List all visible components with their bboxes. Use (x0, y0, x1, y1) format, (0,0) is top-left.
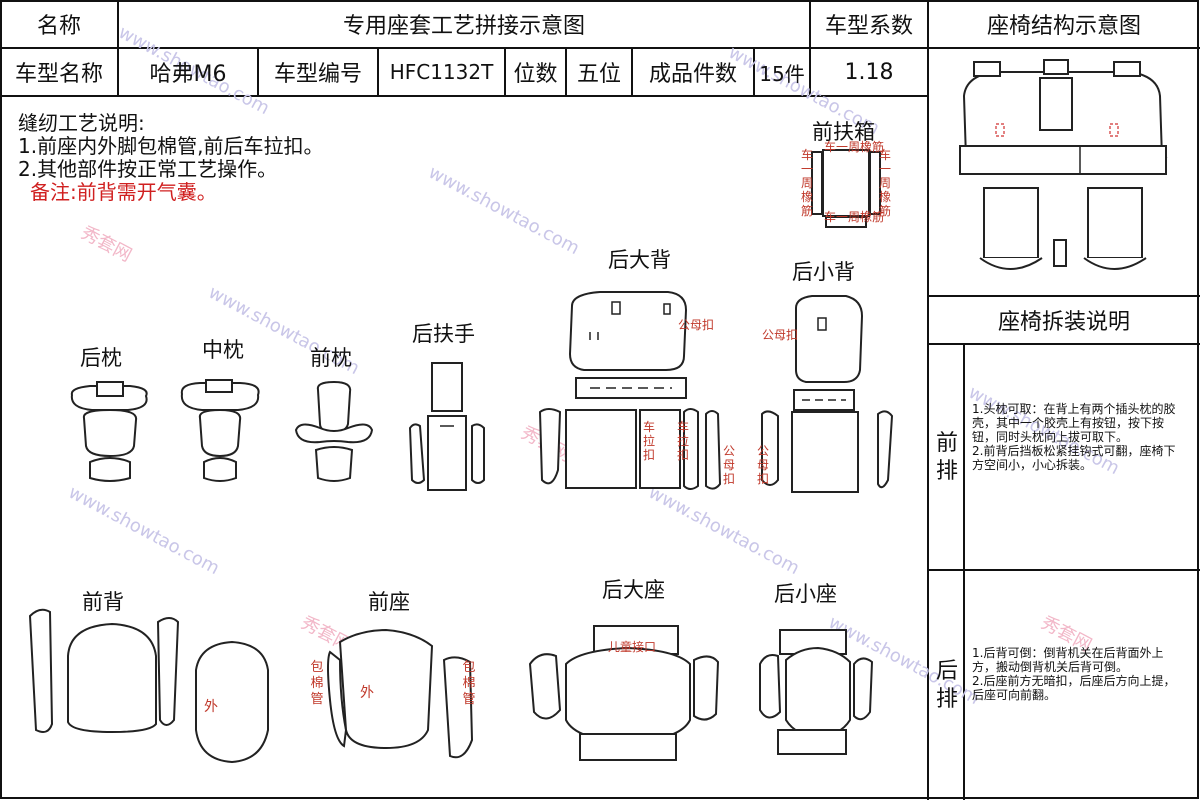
note-padding-1: 包棉管 (310, 660, 324, 707)
part-label-mid-pillow: 中枕 (202, 338, 244, 362)
notes-item-1: 1.前座内外脚包棉管,前后车拉扣。 (18, 134, 324, 158)
note-rubber-left: 车一周橡筋 (800, 148, 813, 218)
notes-remark: 备注:前背需开气囊。 (30, 180, 217, 204)
note-padding-2: 包棉管 (462, 660, 476, 707)
note-pull-1: 车拉扣 (642, 420, 655, 462)
part-label-rear-pillow: 后枕 (80, 346, 122, 370)
rear-seat-small-pattern (759, 629, 874, 755)
note-child-port: 儿童接口 (608, 640, 657, 654)
sheet-title: 专用座套工艺拼接示意图 (342, 14, 585, 39)
mid-pillow-pattern (180, 379, 260, 482)
part-label-rear-back-large: 后大背 (608, 248, 671, 272)
model-code-label: 车型编号 (273, 62, 362, 87)
part-label-rear-seat-large: 后大座 (602, 578, 665, 602)
model-name-label: 车型名称 (14, 62, 103, 87)
note-rubber-right: 车一周橡筋 (878, 148, 891, 218)
row-label-rear: 后排 (935, 659, 958, 712)
disassembly-rear-text: 1.后背可倒：倒背机关在后背面外上方，搬动倒背机关后背可倒。 2.后座前方无暗扣… (972, 646, 1176, 702)
rear-back-small-pattern (705, 295, 894, 493)
rear-back-large-pattern (538, 291, 699, 490)
notes-title: 缝纫工艺说明: (18, 111, 145, 135)
front-back-pattern (28, 608, 269, 764)
part-label-front-pillow: 前枕 (310, 346, 352, 370)
note-snap-large: 公母扣 (678, 318, 715, 332)
seats-label: 位数 (513, 62, 558, 87)
rear-seat-large-pattern (528, 625, 720, 761)
note-outer-seat: 外 (360, 685, 374, 701)
disassembly-title: 座椅拆装说明 (997, 310, 1130, 335)
part-label-front-console: 前扶箱 (812, 120, 875, 144)
pieces-label: 成品件数 (648, 62, 737, 87)
note-pull-2: 车拉扣 (676, 420, 689, 462)
note-snap-v1: 公母扣 (722, 444, 735, 486)
part-label-rear-back-small: 后小背 (792, 260, 855, 284)
rear-pillow-pattern (70, 381, 148, 482)
pieces-value: 15件 (759, 61, 805, 86)
coef-label: 车型系数 (824, 14, 913, 39)
name-label: 名称 (36, 14, 81, 39)
disassembly-front-text: 1.头枕可取：在背上有两个插头枕的胶壳，其中一个胶壳上有按钮，按下按钮，同时头枕… (972, 402, 1176, 472)
sewing-notes: 缝纫工艺说明: 1.前座内外脚包棉管,前后车拉扣。 2.其他部件按正常工艺操作。… (18, 112, 323, 204)
row-label-front: 前排 (935, 431, 958, 484)
coef-value: 1.18 (844, 59, 894, 85)
notes-item-2: 2.其他部件按正常工艺操作。 (18, 157, 278, 181)
model-code: HFC1132T (389, 60, 494, 84)
part-label-front-back: 前背 (82, 590, 124, 614)
part-label-rear-armrest: 后扶手 (412, 322, 475, 346)
part-label-rear-seat-small: 后小座 (774, 582, 837, 606)
structure-label: 座椅结构示意图 (986, 14, 1141, 39)
front-pillow-pattern (294, 380, 374, 482)
note-rubber-top: 车一周橡筋 (824, 140, 885, 154)
note-outer-back: 外 (204, 699, 218, 715)
pattern-drawings (28, 149, 894, 764)
front-seat-pattern (327, 628, 474, 759)
part-label-front-seat: 前座 (368, 590, 410, 614)
note-rubber-bottom: 车一周橡筋 (824, 210, 885, 224)
note-snap-small: 公母扣 (762, 328, 799, 342)
seats-value: 五位 (576, 62, 621, 87)
rear-armrest-pattern (408, 362, 485, 491)
front-console-pattern (811, 149, 881, 228)
model-name: 哈弗M6 (149, 62, 227, 87)
note-snap-v2: 公母扣 (756, 444, 769, 486)
seat-structure-diagram (959, 59, 1168, 270)
